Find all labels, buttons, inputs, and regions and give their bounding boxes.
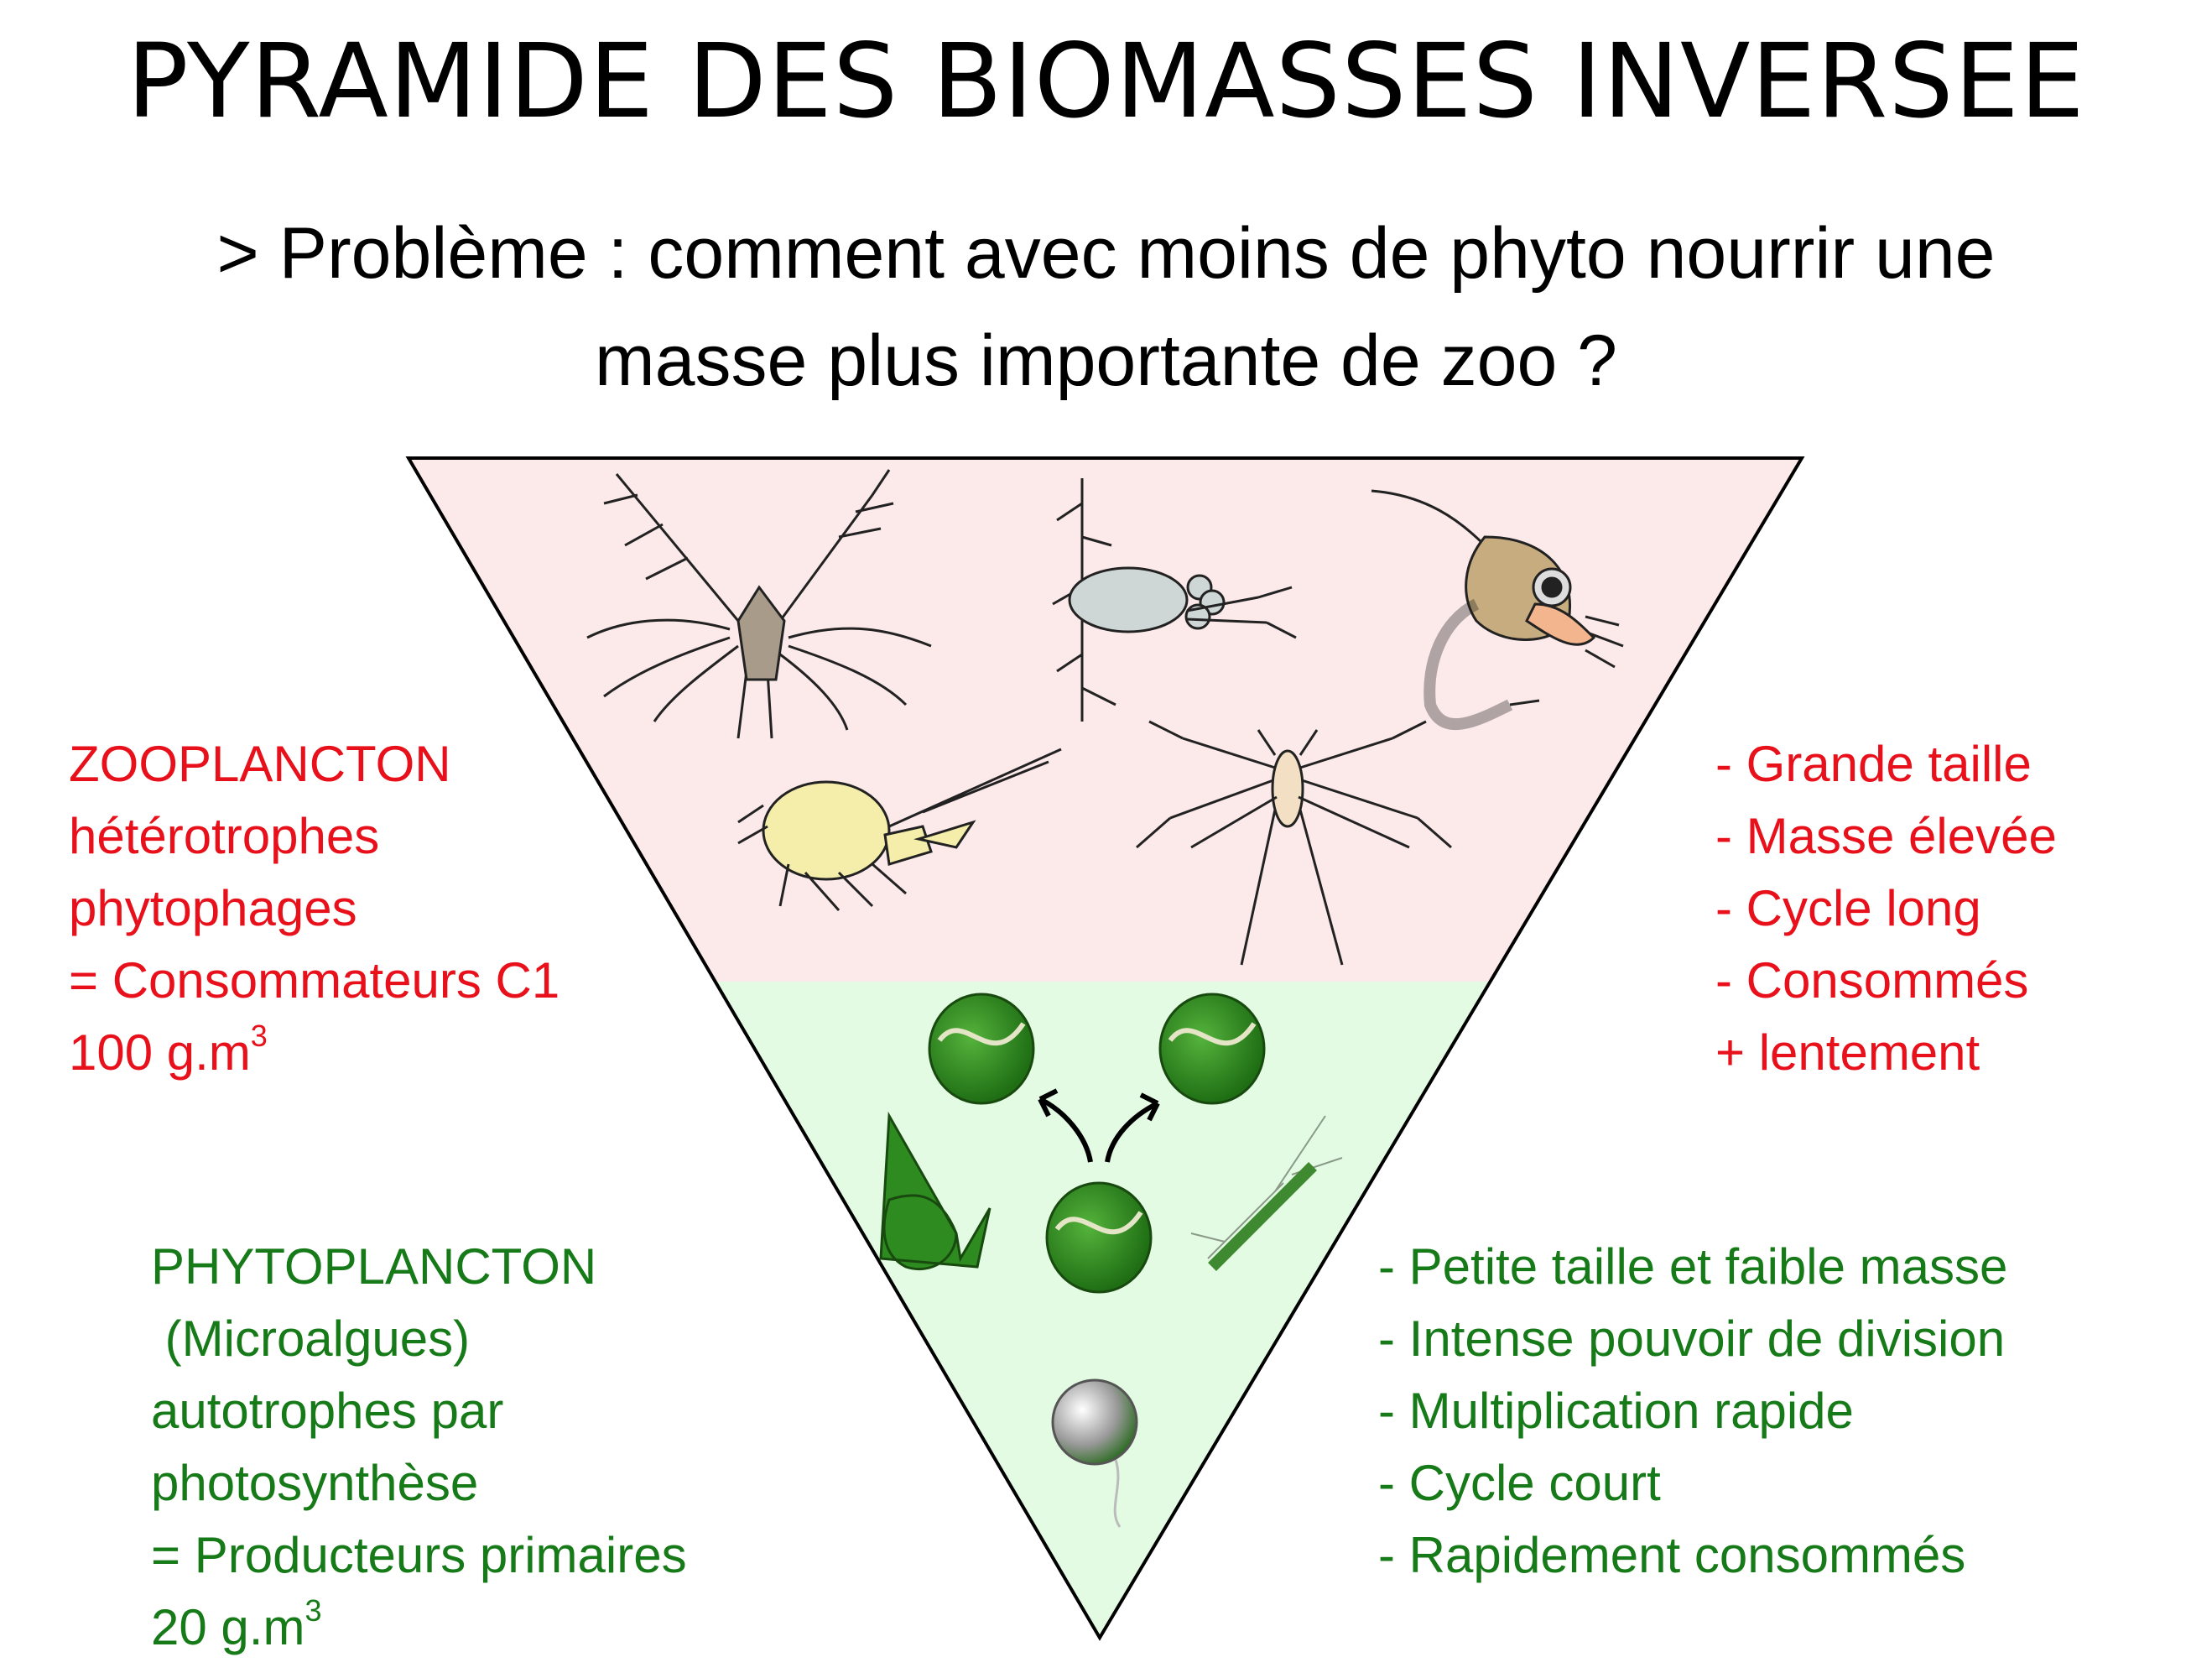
zoo-trait: - Consommés: [1715, 952, 2029, 1008]
green-algae-cell-icon: [1158, 993, 1266, 1105]
pyramid-outline: [405, 456, 1805, 1641]
zoo-trait: + lentement: [1715, 1024, 1980, 1081]
green-algae-cell-icon: [1045, 1181, 1153, 1294]
dinoflagellate-icon: [879, 1111, 991, 1271]
green-algae-cell-icon: [1051, 1378, 1138, 1528]
phytoplankton-line-5: = Producteurs primaires: [151, 1527, 687, 1583]
problem-question: > Problème : comment avec moins de phyto…: [34, 200, 2178, 414]
phyto-trait: - Multiplication rapide: [1378, 1383, 1854, 1439]
phytoplankton-mass-value: 20 g.m: [151, 1599, 305, 1655]
phytoplankton-line-2: (Microalgues): [151, 1311, 471, 1367]
phyto-trait: - Intense pouvoir de division: [1378, 1311, 2006, 1367]
phytoplankton-line-4: photosynthèse: [151, 1455, 479, 1511]
question-line-2: masse plus importante de zoo ?: [595, 320, 1617, 401]
phytoplankton-description: PHYTOPLANCTON (Microalgues) autotrophes …: [151, 1231, 687, 1664]
diatom-chain-icon: [1190, 1115, 1343, 1271]
zooplankton-mass-exponent: 3: [250, 1019, 268, 1053]
cell-division-arrow-icon: [1038, 1088, 1160, 1163]
phyto-trait: - Petite taille et faible masse: [1378, 1238, 2008, 1295]
zoo-trait: - Cycle long: [1715, 880, 1981, 936]
zooplankton-mass-value: 100 g.m: [69, 1024, 251, 1081]
page-title: PYRAMIDE DES BIOMASSES INVERSEE: [127, 22, 2085, 141]
zooplankton-line-2: hétérotrophes: [69, 808, 380, 864]
shrimp-larva-icon: [1371, 489, 1624, 731]
phytoplankton-line-3: autotrophes par: [151, 1383, 504, 1439]
sea-spider-icon: [1136, 720, 1452, 966]
nauplius-larva-icon: [586, 469, 932, 739]
phyto-trait: - Rapidement consommés: [1378, 1527, 1966, 1583]
phytoplankton-traits: - Petite taille et faible masse - Intens…: [1378, 1231, 2007, 1592]
zooplankton-mass: 100 g.m3: [69, 1017, 560, 1089]
copepod-icon: [737, 748, 1062, 911]
zooplankton-description: ZOOPLANCTON hétérotrophes phytophages = …: [69, 728, 560, 1089]
phytoplankton-mass: 20 g.m3: [151, 1592, 687, 1664]
zooplankton-traits: - Grande taille - Masse élevée - Cycle l…: [1715, 728, 2057, 1089]
daphnia-icon: [1052, 478, 1297, 722]
phytoplankton-title: PHYTOPLANCTON: [151, 1238, 597, 1295]
phyto-trait: - Cycle court: [1378, 1455, 1661, 1511]
zoo-trait: - Masse élevée: [1715, 808, 2057, 864]
zooplankton-line-4: = Consommateurs C1: [69, 952, 560, 1008]
green-algae-cell-icon: [928, 993, 1035, 1105]
zooplankton-level: [409, 458, 1802, 982]
zooplankton-line-3: phytophages: [69, 880, 357, 936]
phytoplankton-mass-exponent: 3: [304, 1593, 322, 1628]
question-line-1: > Problème : comment avec moins de phyto…: [216, 213, 1996, 294]
zooplankton-title: ZOOPLANCTON: [69, 736, 451, 792]
zoo-trait: - Grande taille: [1715, 736, 2032, 792]
